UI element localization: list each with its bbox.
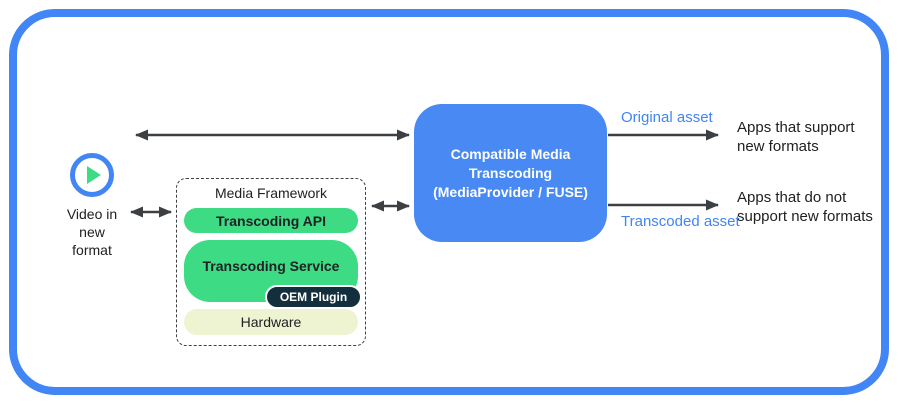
transcoding-service-label: Transcoding Service bbox=[202, 258, 340, 274]
transcoder-line-3: (MediaProvider / FUSE) bbox=[433, 183, 588, 200]
play-triangle-glyph bbox=[87, 166, 101, 184]
oem-plugin-label: OEM Plugin bbox=[279, 290, 348, 304]
transcoder-line-2: Transcoding bbox=[468, 164, 553, 181]
video-source-label: Video in new format bbox=[66, 206, 118, 258]
play-icon bbox=[70, 153, 114, 197]
hardware-layer: Hardware bbox=[184, 309, 358, 335]
original-asset-label: Original asset bbox=[621, 109, 713, 126]
transcoded-asset-label: Transcoded asset bbox=[621, 213, 740, 230]
transcoding-api-layer: Transcoding API bbox=[184, 208, 358, 233]
media-framework-title: Media Framework bbox=[214, 185, 328, 201]
oem-plugin-pill: OEM Plugin bbox=[265, 285, 362, 309]
transcoding-service-layer: Transcoding Service bbox=[184, 240, 358, 302]
compatible-media-transcoding-box: Compatible Media Transcoding (MediaProvi… bbox=[414, 104, 607, 242]
apps-no-support-text: Apps that do not support new formats bbox=[737, 189, 873, 225]
apps-support-text: Apps that support new formats bbox=[737, 119, 855, 155]
hardware-label: Hardware bbox=[240, 314, 302, 330]
transcoder-line-1: Compatible Media bbox=[450, 145, 571, 162]
outer-border-frame bbox=[9, 9, 889, 395]
transcoding-api-label: Transcoding API bbox=[216, 212, 326, 229]
